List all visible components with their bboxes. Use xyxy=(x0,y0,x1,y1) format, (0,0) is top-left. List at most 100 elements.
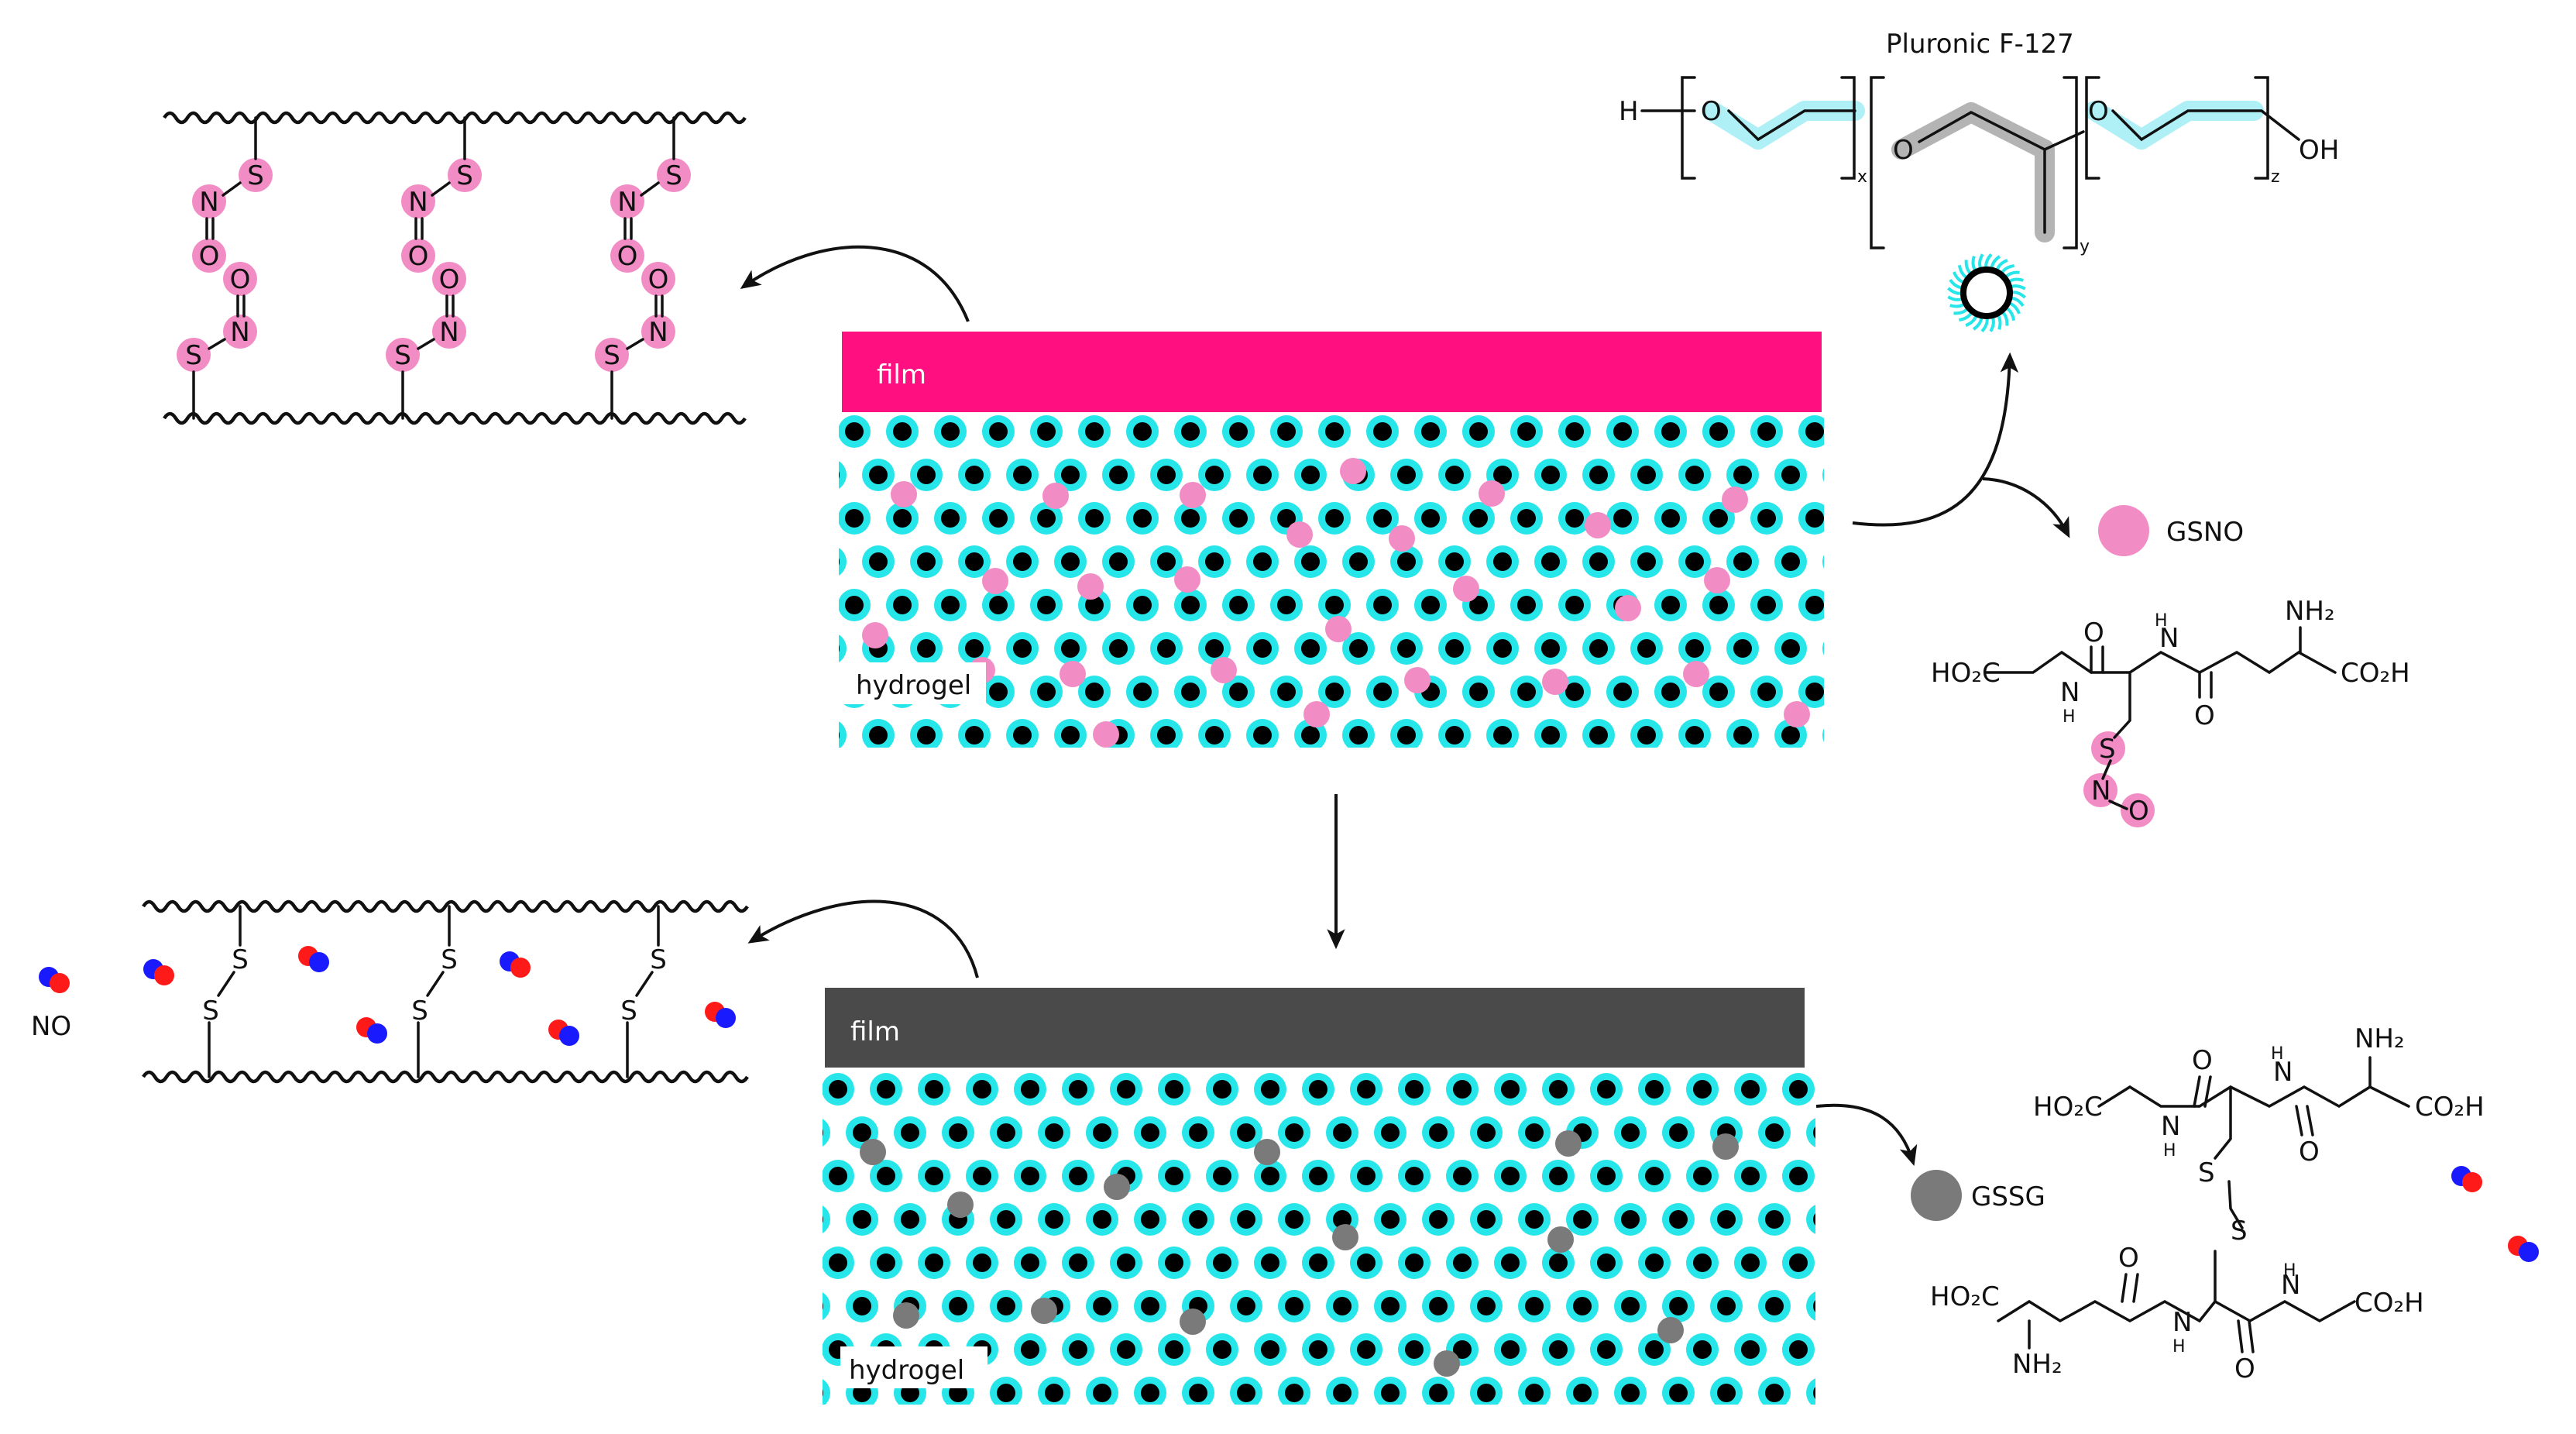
gsno-n1: N xyxy=(2060,677,2080,708)
gssg-co2h-2: CO₂H xyxy=(2354,1288,2424,1319)
pluronic-structure: Pluronic F-127 H O O O OH x y z xyxy=(1619,29,2339,332)
atom-o: O xyxy=(230,264,251,295)
gsno-dot xyxy=(1542,669,1568,695)
gssg-h1: H xyxy=(2163,1141,2176,1161)
film-label-bottom: film xyxy=(850,1016,900,1047)
gssg-dot xyxy=(893,1302,919,1329)
gsno-dot xyxy=(1453,576,1479,602)
gsno-ho2c: HO₂C xyxy=(1931,658,2001,689)
gssg-ho2c-2: HO₂C xyxy=(1930,1281,2000,1312)
sno-unit-upper: SNO xyxy=(192,116,273,273)
gssg-dot xyxy=(1712,1133,1739,1160)
gsno-dot xyxy=(1722,487,1748,513)
film-label-top: film xyxy=(877,359,926,390)
gsno-dot xyxy=(1180,482,1206,508)
gsno-dot xyxy=(1784,701,1810,727)
atom-oh: OH xyxy=(2299,135,2339,166)
subscript-x: x xyxy=(1857,167,1867,187)
atom-o-3: O xyxy=(2088,96,2109,127)
no-molecule-icon xyxy=(298,946,329,972)
gssg-dot xyxy=(1104,1174,1130,1200)
atom-s: S xyxy=(232,944,249,975)
atom-s: S xyxy=(441,944,458,975)
gssg-co2h-1: CO₂H xyxy=(2415,1092,2485,1123)
gsno-nh2: NH₂ xyxy=(2285,596,2335,627)
atom-s: S xyxy=(394,340,411,371)
gssg-n1: N xyxy=(2161,1111,2180,1142)
no-label: NO xyxy=(31,1011,71,1042)
arrow-to-gssg xyxy=(1815,1103,1918,1166)
atom-s: S xyxy=(620,996,637,1026)
no-molecule-icon xyxy=(2451,1166,2482,1192)
gsno-s: S xyxy=(2099,734,2116,765)
disulfide-unit: SS xyxy=(411,905,458,1078)
hydrogel-label-top: hydrogel xyxy=(856,670,971,701)
gssg-dot xyxy=(1657,1317,1684,1343)
gssg-dots xyxy=(860,1130,1739,1377)
sno-unit-lower: SNO xyxy=(386,262,466,420)
gsno-o2: O xyxy=(2194,700,2215,731)
gssg-n4: N xyxy=(2281,1270,2300,1301)
gssg-n3: N xyxy=(2172,1307,2192,1338)
atom-o: O xyxy=(617,241,638,272)
gssg-o2: O xyxy=(2299,1137,2320,1167)
subscript-z: z xyxy=(2271,167,2280,187)
atom-o-1: O xyxy=(1701,96,1722,127)
no-molecule-icon xyxy=(705,1002,736,1028)
atom-n: N xyxy=(199,187,218,218)
gsno-dot xyxy=(1340,458,1366,484)
gssg-nh2-2: NH₂ xyxy=(2012,1349,2063,1380)
gsno-dot xyxy=(1704,567,1730,593)
gsno-dot xyxy=(1303,701,1330,727)
gsno-dot xyxy=(1615,595,1641,621)
gsno-label: GSNO xyxy=(2166,517,2244,548)
sno-unit-upper: SNO xyxy=(610,116,691,273)
hydrogel-label-bottom: hydrogel xyxy=(849,1355,964,1386)
gsno-structure: HO₂C O N H N H O NH₂ CO₂H S N O xyxy=(1931,596,2410,827)
atom-o-2: O xyxy=(1893,135,1914,166)
atom-o: O xyxy=(439,264,460,295)
no-molecule-icon xyxy=(356,1017,387,1044)
gssg-dot xyxy=(947,1192,974,1218)
atom-s: S xyxy=(185,340,202,371)
gsno-n3: N xyxy=(2091,775,2111,806)
atom-n: N xyxy=(408,187,428,218)
atom-s: S xyxy=(247,160,264,191)
gsno-dot xyxy=(1286,521,1313,548)
bottom-film: film xyxy=(825,988,1805,1068)
gsno-dot xyxy=(891,481,917,507)
top-hydrogel-panel: hydrogel xyxy=(839,411,1824,748)
subscript-y: y xyxy=(2080,237,2090,256)
gsno-dot xyxy=(1042,483,1069,509)
atom-n: N xyxy=(617,187,637,218)
micelle-icon xyxy=(1947,253,2026,332)
atom-s: S xyxy=(202,996,219,1026)
gssg-dot-icon xyxy=(1911,1170,1962,1221)
atom-n: N xyxy=(648,317,668,348)
top-film: film xyxy=(842,332,1822,412)
atom-n: N xyxy=(439,317,459,348)
no-molecule-icon xyxy=(143,959,174,985)
disulfide-unit: SS xyxy=(202,905,249,1078)
atom-s: S xyxy=(665,160,682,191)
gsno-dot xyxy=(862,622,888,648)
gsno-o1: O xyxy=(2083,617,2104,648)
gsno-dot xyxy=(1585,512,1611,538)
gsno-dot xyxy=(1060,661,1086,687)
gssg-s2: S xyxy=(2231,1216,2248,1247)
atom-n: N xyxy=(230,317,249,348)
gsno-n2: N xyxy=(2159,623,2179,654)
gssg-h2: H xyxy=(2271,1044,2284,1064)
sno-unit-lower: SNO xyxy=(177,262,257,420)
atom-o: O xyxy=(408,241,429,272)
pluronic-title: Pluronic F-127 xyxy=(1886,29,2074,60)
gssg-dot xyxy=(1332,1224,1358,1250)
gssg-dot xyxy=(1180,1308,1206,1335)
no-molecule-icon xyxy=(500,951,531,978)
gssg-dot xyxy=(1547,1226,1574,1253)
gssg-dot xyxy=(860,1139,886,1165)
gsno-co2h: CO₂H xyxy=(2341,658,2410,689)
gsno-o3: O xyxy=(2128,796,2149,827)
